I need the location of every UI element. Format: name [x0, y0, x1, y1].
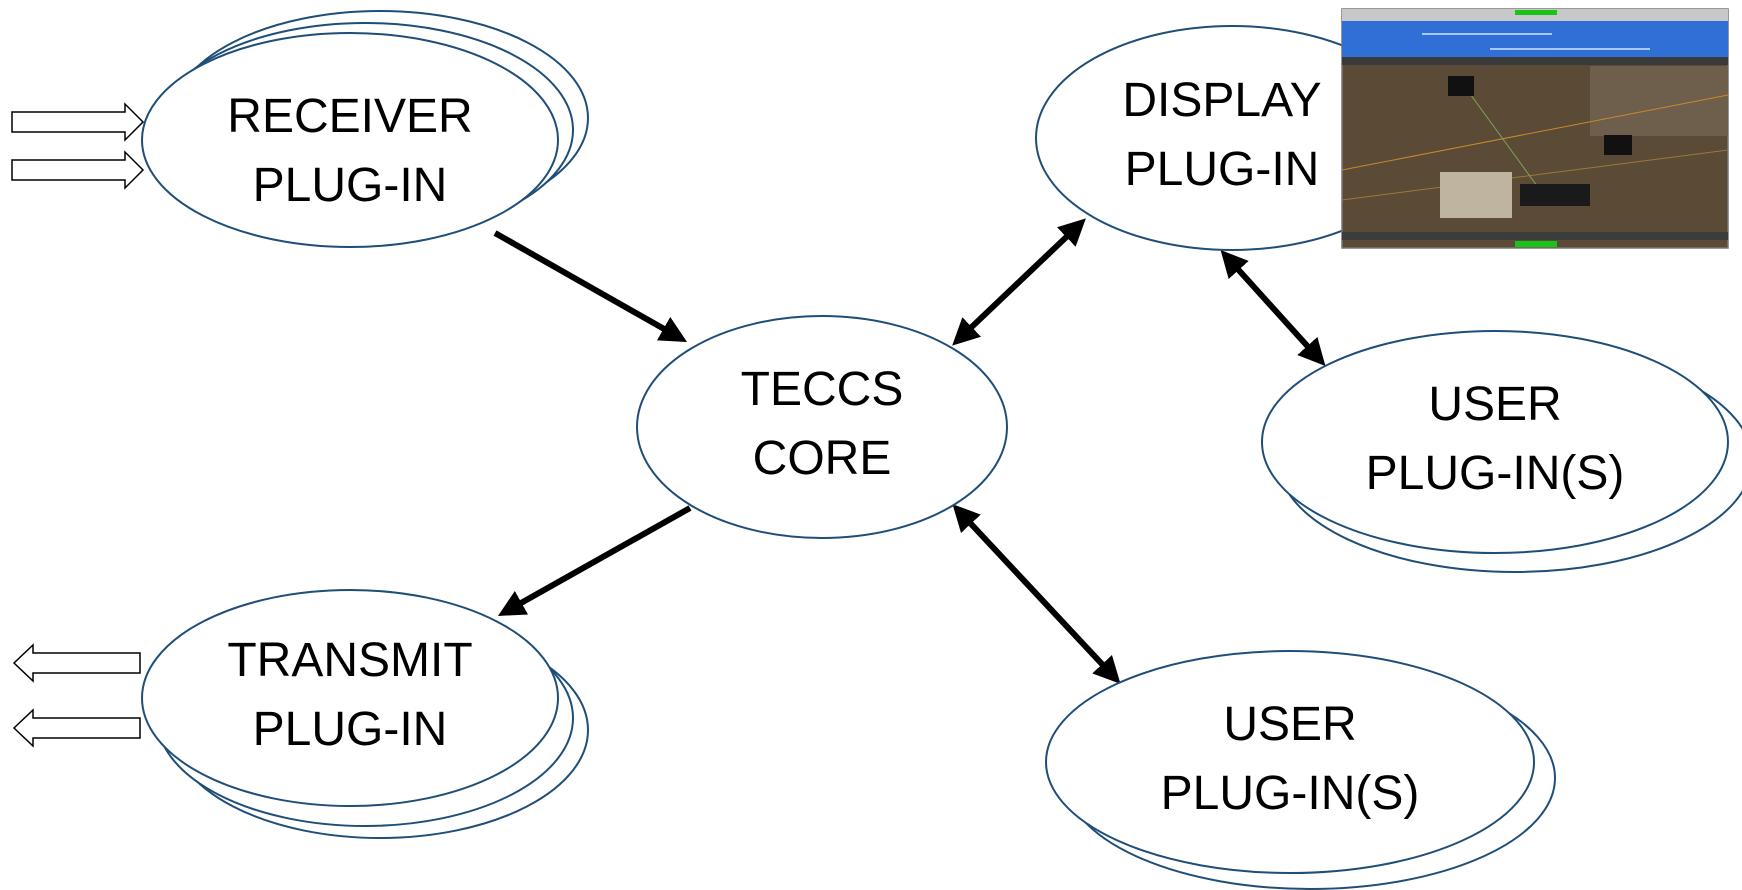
transmit-plugin-node: TRANSMIT PLUG-IN [141, 589, 589, 839]
display-screenshot-thumbnail [1341, 8, 1729, 249]
screenshot-popup-3 [1520, 184, 1590, 206]
input-arrow-2 [11, 150, 145, 190]
screenshot-route-2 [1341, 149, 1729, 201]
screenshot-bottom-bar [1342, 232, 1728, 240]
receiver-ellipse [141, 32, 559, 248]
user-right-ellipse [1261, 330, 1729, 554]
screenshot-popup-1 [1448, 76, 1474, 96]
screenshot-header-band [1342, 21, 1728, 57]
display-plugin-node: DISPLAY PLUG-IN [1035, 25, 1429, 251]
screenshot-route-1 [1341, 94, 1729, 171]
display-label-line2: PLUG-IN [1125, 143, 1320, 196]
user-bottom-label-line1: USER [1223, 698, 1356, 751]
receiver-plugin-node: RECEIVER PLUG-IN [141, 10, 589, 248]
screenshot-map-region-right [1590, 66, 1728, 136]
user-right-label-line1: USER [1428, 378, 1561, 431]
arrow-receiver-to-core [493, 230, 688, 342]
arrow-core-to-transmit [497, 505, 692, 616]
transmit-ellipse [141, 589, 559, 807]
user-bottom-label-line2: PLUG-IN(S) [1161, 767, 1420, 820]
arrow-core-user-bottom [952, 504, 1121, 684]
output-arrow-1 [12, 643, 141, 683]
teccs-core-node: TECCS CORE [636, 315, 1008, 539]
user-bottom-ellipse [1045, 650, 1535, 874]
user-plugins-right-node: USER PLUG-IN(S) [1261, 330, 1742, 573]
transmit-label-line2: PLUG-IN [253, 703, 448, 756]
receiver-label-line2: PLUG-IN [253, 159, 448, 212]
display-label-line1: DISPLAY [1122, 74, 1321, 127]
screenshot-header-stripe-1 [1422, 33, 1552, 35]
receiver-label-line1: RECEIVER [227, 90, 472, 143]
user-right-label-line2: PLUG-IN(S) [1366, 447, 1625, 500]
screenshot-city-area [1440, 172, 1512, 218]
output-arrow-2 [12, 708, 141, 748]
transmit-label-line1: TRANSMIT [227, 634, 472, 687]
screenshot-route-3 [1459, 79, 1541, 191]
user-plugins-bottom-node: USER PLUG-IN(S) [1045, 650, 1556, 890]
arrow-display-user-right [1220, 249, 1326, 367]
screenshot-status-top [1515, 10, 1557, 15]
core-label-line1: TECCS [741, 363, 904, 416]
screenshot-toolbar [1342, 57, 1728, 65]
screenshot-header-stripe-2 [1490, 48, 1650, 50]
input-arrow-1 [11, 102, 145, 142]
arrow-core-display [952, 218, 1086, 346]
core-label-line2: CORE [753, 432, 892, 485]
screenshot-status-bottom [1515, 241, 1557, 247]
screenshot-popup-2 [1604, 135, 1632, 155]
core-ellipse [636, 315, 1008, 539]
